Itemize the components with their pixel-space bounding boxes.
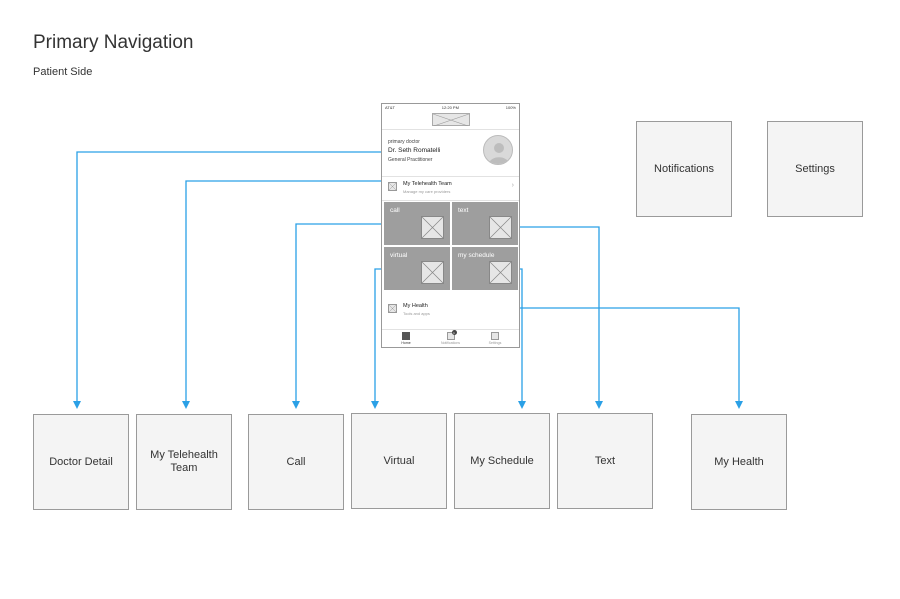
tab-home[interactable]: Home [386, 330, 426, 347]
phone-home-screen: AT&T 12:20 PM 100% primary doctor Dr. Se… [381, 103, 520, 348]
tab-settings-label: Settings [488, 341, 502, 345]
screen-telehealth-team[interactable]: My Telehealth Team [136, 414, 232, 510]
tile-text[interactable]: text [452, 202, 518, 245]
telehealth-team-row[interactable]: My Telehealth Team Manage my care provid… [382, 177, 519, 201]
tab-settings[interactable]: Settings [475, 330, 515, 347]
chevron-right-icon: › [511, 182, 514, 189]
screen-notifications[interactable]: Notifications [636, 121, 732, 217]
connector-doctor-detail [73, 151, 416, 409]
tile-my-schedule[interactable]: my schedule [452, 247, 518, 290]
home-icon [402, 332, 410, 340]
virtual-placeholder-icon [421, 261, 444, 284]
battery-label: 100% [505, 105, 516, 110]
text-placeholder-icon [489, 216, 512, 239]
team-row-title: My Telehealth Team [403, 181, 452, 187]
settings-icon [491, 332, 499, 340]
screen-settings[interactable]: Settings [767, 121, 863, 217]
connector-text [514, 226, 603, 409]
screen-my-schedule[interactable]: My Schedule [454, 413, 550, 509]
nav-bar [382, 111, 519, 130]
tile-call-label: call [390, 207, 400, 214]
tab-bar: Home 1 Notifications Settings [382, 329, 519, 347]
call-placeholder-icon [421, 216, 444, 239]
screen-notifications-label: Notifications [654, 162, 714, 175]
tab-notifications[interactable]: 1 Notifications [431, 330, 471, 347]
team-row-subtitle: Manage my care providers [403, 189, 451, 194]
screen-doctor-detail[interactable]: Doctor Detail [33, 414, 129, 510]
screen-telehealth-team-label: My Telehealth Team [150, 449, 218, 474]
tab-notifications-label: Notifications [440, 341, 461, 345]
screen-my-health-label: My Health [714, 455, 764, 468]
screen-call-label: Call [286, 455, 306, 468]
tile-schedule-label: my schedule [458, 252, 495, 259]
schedule-placeholder-icon [489, 261, 512, 284]
notifications-icon: 1 [446, 330, 457, 340]
tile-call[interactable]: call [384, 202, 450, 245]
tile-virtual[interactable]: virtual [384, 247, 450, 290]
screen-call[interactable]: Call [248, 414, 344, 510]
doctor-name: Dr. Seth Romatelli [388, 147, 441, 154]
screen-text-label: Text [594, 454, 616, 467]
team-placeholder-icon [388, 182, 397, 191]
doctor-role: General Practitioner [388, 157, 433, 163]
connector-my-health [502, 307, 743, 409]
carrier-label: AT&T [385, 105, 395, 110]
screen-virtual[interactable]: Virtual [351, 413, 447, 509]
doctor-avatar [483, 135, 513, 165]
screen-virtual-label: Virtual [383, 454, 415, 467]
screen-text[interactable]: Text [557, 413, 653, 509]
tile-virtual-label: virtual [390, 252, 408, 259]
screen-settings-label: Settings [795, 162, 835, 175]
tile-text-label: text [458, 207, 469, 214]
my-health-row[interactable]: My Health Tools and apps [382, 299, 519, 323]
time-label: 12:20 PM [441, 105, 459, 110]
connector-telehealth-team [182, 180, 392, 409]
status-bar: AT&T 12:20 PM 100% [382, 104, 519, 111]
health-row-subtitle: Tools and apps [403, 311, 430, 316]
tab-home-label: Home [401, 341, 411, 345]
health-placeholder-icon [388, 304, 397, 313]
logo-placeholder-icon [432, 113, 470, 127]
notifications-badge: 1 [451, 330, 457, 335]
screen-my-schedule-label: My Schedule [470, 454, 534, 467]
page-title: Primary Navigation [33, 32, 194, 53]
doctor-label: primary doctor [388, 139, 420, 145]
health-row-title: My Health [403, 303, 428, 309]
doctor-card[interactable]: primary doctor Dr. Seth Romatelli Genera… [382, 130, 519, 177]
screen-my-health[interactable]: My Health [691, 414, 787, 510]
page-subtitle: Patient Side [33, 66, 93, 78]
screen-doctor-detail-label: Doctor Detail [49, 455, 113, 468]
